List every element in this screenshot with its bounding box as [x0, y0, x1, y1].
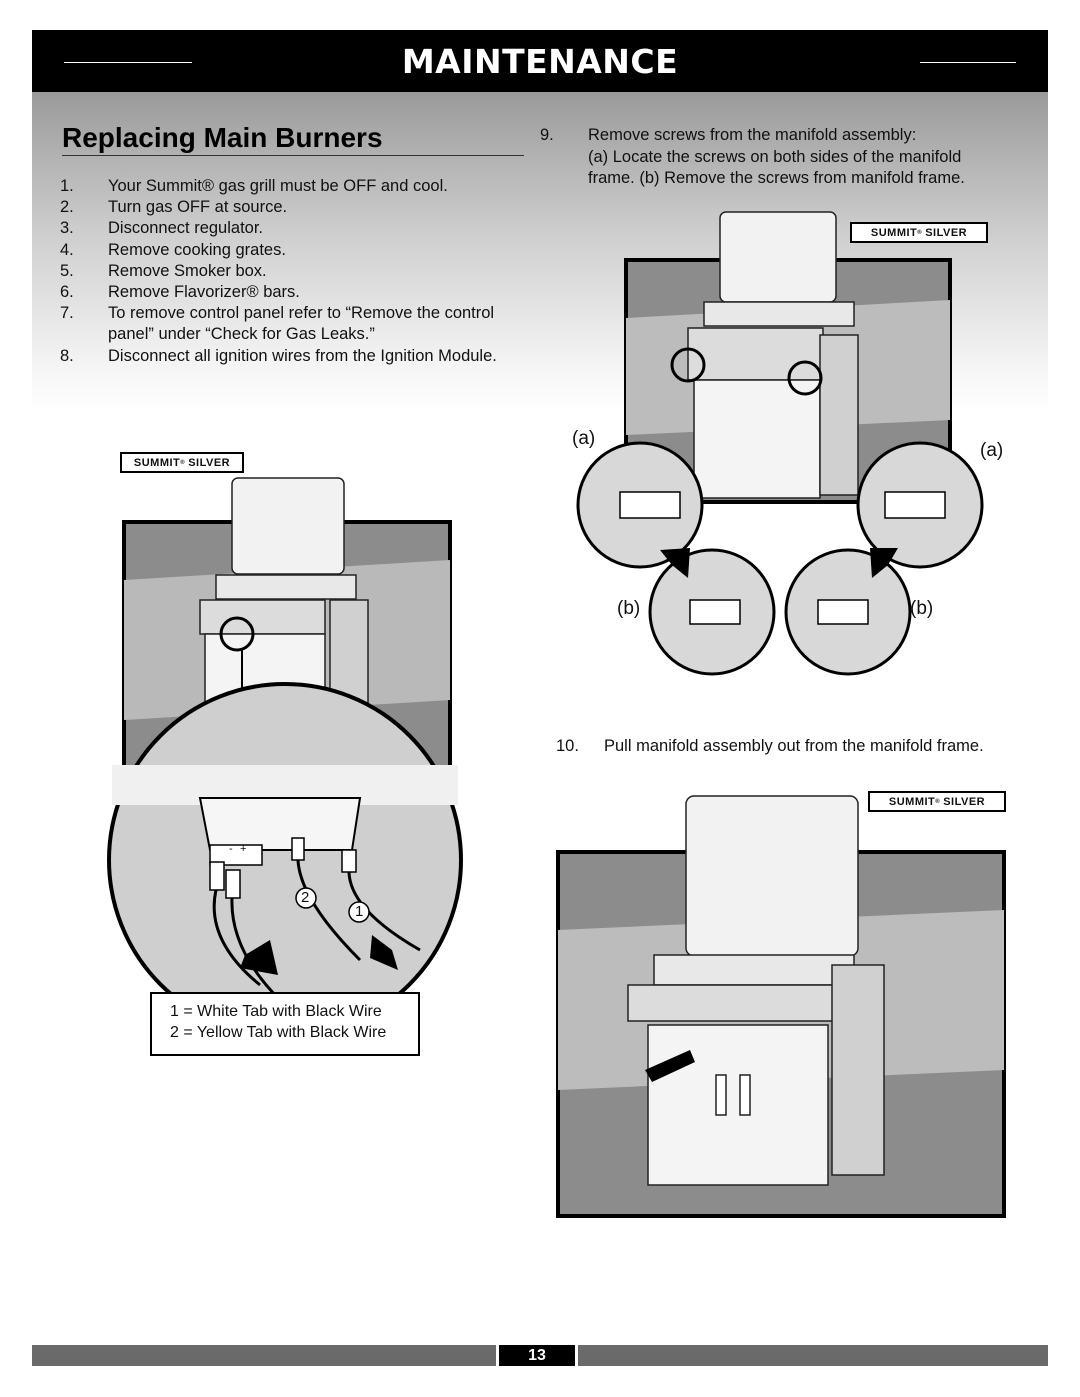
magnified-ignition-module [107, 682, 463, 1038]
header-rule-right [920, 62, 1016, 63]
footer-bar-right [578, 1345, 1048, 1366]
summit-silver-badge: SUMMIT®SILVER [868, 791, 1006, 812]
footer-bar-left [32, 1345, 496, 1366]
wire-legend: 1 = White Tab with Black Wire 2 = Yellow… [150, 992, 420, 1056]
step9-number: 9. [540, 126, 554, 144]
step-text: Disconnect all ignition wires from the I… [108, 346, 497, 365]
step-item: 7. To remove control panel refer to “Remo… [60, 303, 530, 345]
callout-b-left: (b) [617, 598, 641, 619]
wire-2-label: 2 [301, 889, 310, 906]
step-number: 2. [60, 198, 74, 217]
step-number: 1. [60, 177, 74, 195]
step-text: Remove Smoker box. [108, 261, 267, 280]
summit-silver-badge: SUMMIT®SILVER [850, 222, 988, 243]
step10-text: Pull manifold assembly out from the mani… [604, 737, 984, 755]
step-text: Turn gas OFF at source. [108, 198, 288, 217]
minus-label: - [229, 843, 233, 855]
badge-model: SILVER [925, 226, 968, 239]
step-number: 8. [60, 346, 74, 365]
step-item: 6. Remove Flavorizer® bars. [60, 282, 530, 303]
badge-reg: ® [180, 459, 186, 466]
callout-b-right: (b) [910, 598, 934, 619]
badge-brand: SUMMIT [870, 226, 918, 239]
grill-scene-right-bottom [556, 795, 1006, 1218]
step-list: 1. Your Summit® gas grill must be OFF and… [60, 176, 530, 367]
step-number: 7. [60, 304, 74, 323]
step-number: 3. [60, 219, 74, 238]
page-number: 13 [499, 1345, 575, 1366]
badge-brand: SUMMIT [888, 795, 936, 808]
page-title: MAINTENANCE [401, 42, 679, 81]
step-text: Remove Flavorizer® bars. [108, 283, 300, 302]
step-item: 1. Your Summit® gas grill must be OFF and… [60, 176, 530, 197]
step-number: 6. [60, 283, 74, 302]
step9-text: Remove screws from the manifold assembly… [588, 126, 917, 144]
callout-a-right: (a) [980, 440, 1004, 461]
summit-silver-badge: SUMMIT®SILVER [120, 452, 244, 473]
callout-a-left: (a) [572, 428, 596, 449]
badge-reg: ® [917, 229, 923, 236]
header-rule-left [64, 62, 192, 63]
heading-rule [62, 155, 524, 156]
wire-1-label: 1 [355, 903, 364, 920]
badge-brand: SUMMIT [133, 456, 181, 469]
plus-label: + [240, 843, 247, 855]
step-item: 2. Turn gas OFF at source. [60, 197, 530, 218]
step-number: 5. [60, 261, 74, 280]
legend-line-2: 2 = Yellow Tab with Black Wire [170, 1024, 387, 1041]
detail-circles [576, 441, 984, 676]
step-item: 3. Disconnect regulator. [60, 218, 530, 239]
step9-sub-line2: frame. (b) Remove the screws from manifo… [588, 169, 965, 187]
step-item: 4. Remove cooking grates. [60, 240, 530, 261]
step10-number: 10. [556, 737, 579, 755]
badge-model: SILVER [188, 456, 231, 469]
step-text: Your Summit® gas grill must be OFF and c… [108, 177, 448, 195]
step-text: Disconnect regulator. [108, 219, 264, 238]
step-text: To remove control panel refer to “Remove… [108, 304, 495, 344]
step-number: 4. [60, 240, 74, 259]
step-text: Remove cooking grates. [108, 240, 286, 259]
badge-reg: ® [935, 798, 941, 805]
step-item: 5. Remove Smoker box. [60, 261, 530, 282]
section-heading: Replacing Main Burners [62, 122, 383, 153]
legend-line-1: 1 = White Tab with Black Wire [170, 1003, 382, 1020]
badge-model: SILVER [943, 795, 986, 808]
step-item: 8. Disconnect all ignition wires from the… [60, 346, 530, 367]
header-bar: MAINTENANCE [32, 30, 1048, 92]
step9-sub-line1: (a) Locate the screws on both sides of t… [588, 148, 962, 166]
